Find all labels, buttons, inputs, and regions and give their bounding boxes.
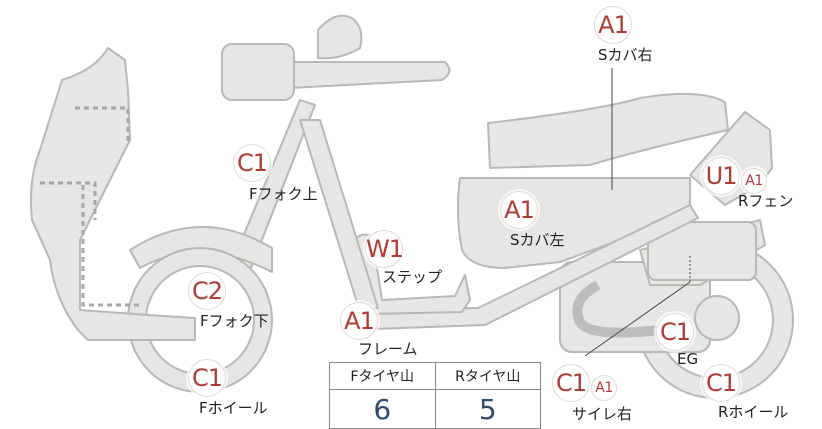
label-step: ステップ: [382, 268, 443, 286]
badge-f-fork-upper: C1: [233, 144, 271, 182]
label-s-cover-right: Sカバ右: [598, 46, 653, 64]
badge-f-wheel: C1: [188, 359, 226, 397]
label-engine: EG: [677, 350, 699, 368]
label-s-cover-left: Sカバ左: [510, 231, 565, 249]
frame-downtube: [299, 119, 379, 313]
badge-r-fender: U1: [702, 157, 740, 195]
badge-engine: C1: [656, 313, 694, 351]
badge-muffler-right: C1: [552, 364, 590, 402]
tire-header-front: Fタイヤ山: [329, 362, 436, 390]
tire-header-rear: Rタイヤ山: [434, 362, 541, 390]
badge-s-cover-right: A1: [594, 6, 632, 44]
label-f-wheel: Fホイール: [199, 399, 268, 417]
tire-value-rear: 5: [434, 389, 541, 429]
badge-s-cover-left: A1: [500, 191, 538, 229]
badge-step: W1: [365, 230, 404, 268]
rear-hub: [694, 295, 740, 341]
badge-muffler-right-secondary: A1: [591, 375, 617, 401]
muffler-pipe: [572, 280, 661, 338]
badge-r-fender-secondary: A1: [741, 168, 767, 194]
label-f-fork-lower: Fフォク下: [200, 312, 269, 330]
handlebar: [274, 61, 451, 89]
label-muffler-right: サイレ右: [572, 405, 633, 423]
leader-muffler-right: [584, 281, 691, 357]
leg-shield: [30, 47, 196, 341]
label-f-fork-upper: Fフォク上: [249, 185, 318, 203]
battery-box: [647, 221, 757, 281]
label-r-wheel: Rホイール: [718, 403, 789, 421]
tire-tread-table: Fタイヤ山 Rタイヤ山 6 5: [329, 362, 541, 429]
badge-frame: A1: [340, 302, 378, 340]
badge-r-wheel: C1: [702, 364, 740, 402]
seat: [487, 92, 729, 169]
label-r-fender: Rフェン: [738, 192, 794, 210]
label-frame: フレーム: [358, 340, 418, 358]
badge-f-fork-lower: C2: [188, 272, 226, 310]
mirror: [317, 14, 363, 60]
headlight: [221, 43, 295, 101]
tire-value-front: 6: [329, 389, 436, 429]
